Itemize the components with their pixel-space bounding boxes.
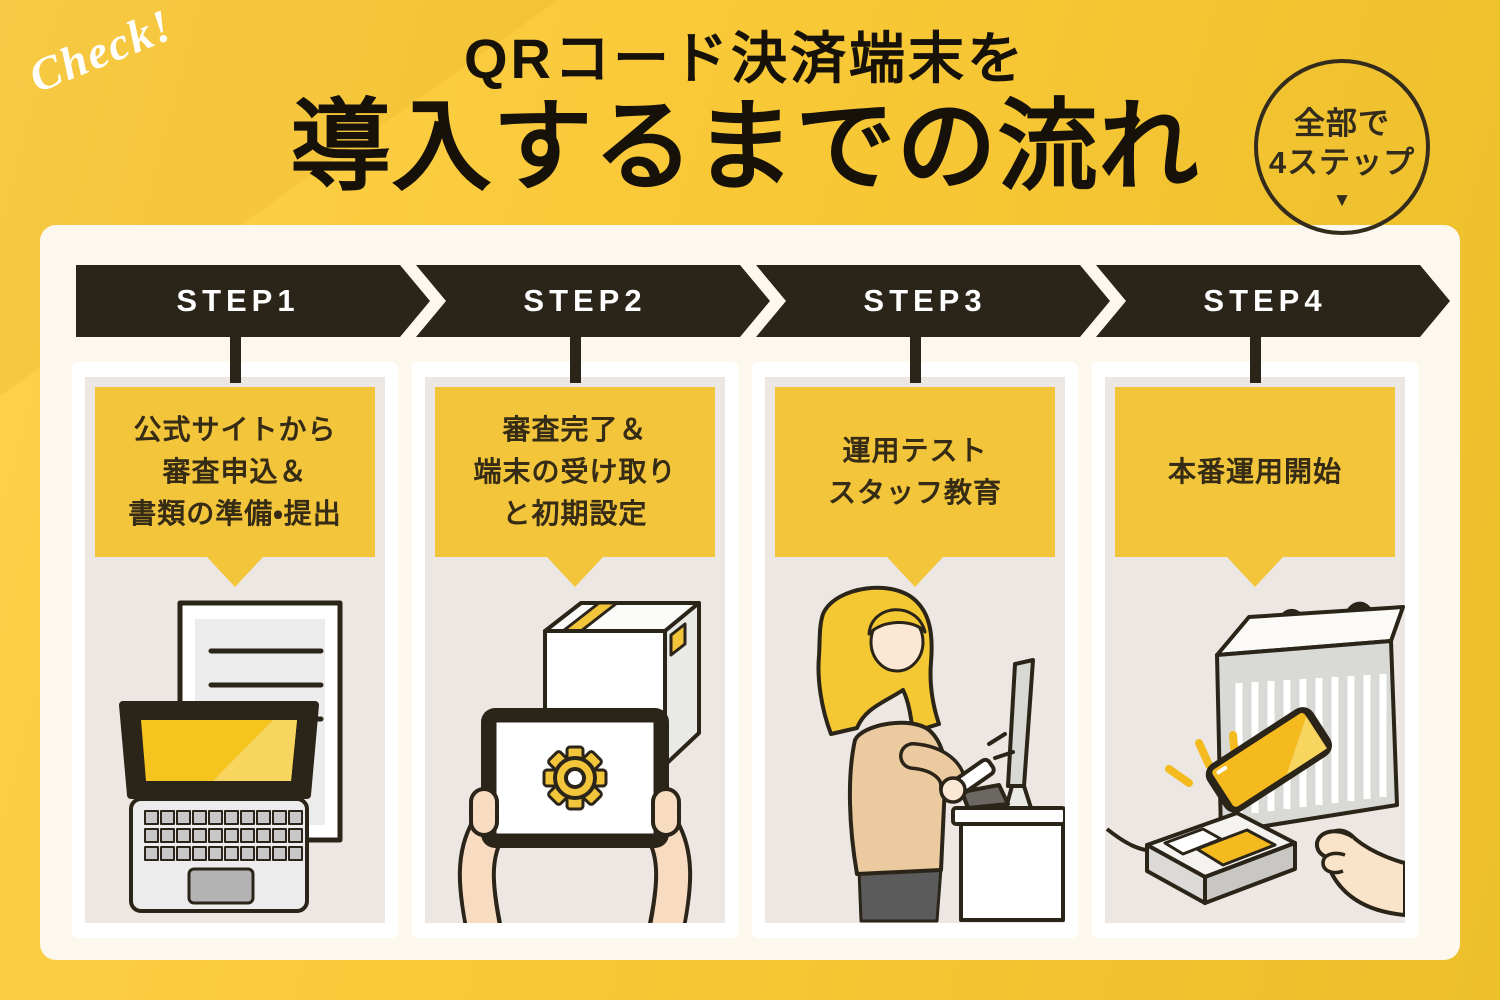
laptop-keys: [144, 810, 303, 861]
content-panel: STEP1 STEP2 STEP3 STEP4 公式サイトから 審査申込＆ 書類…: [40, 225, 1460, 960]
step4-bubble-line1: 本番運用開始: [1167, 456, 1342, 487]
laptop-trackpad: [187, 867, 255, 905]
banner-step2: STEP2: [416, 265, 770, 337]
connector-step4: [1250, 333, 1261, 383]
banner-step3: STEP3: [756, 265, 1110, 337]
step1-bubble-line2: 審査申込＆: [162, 456, 308, 487]
step2-bubble-line2: 端末の受け取り: [473, 456, 677, 487]
banner-step4-label: STEP4: [1203, 283, 1327, 318]
register-desk: [959, 820, 1065, 922]
step2-bubble-line3: と初期設定: [502, 498, 648, 529]
card-reader: [960, 783, 1010, 810]
step-count-badge: 全部で 4ステップ ▼: [1254, 59, 1430, 235]
title-line1: QRコード決済端末を: [464, 27, 1026, 90]
connector-step2: [570, 333, 581, 383]
step1-speech-bubble: 公式サイトから 審査申込＆ 書類の準備・提出: [95, 387, 375, 557]
staff-pants: [857, 866, 943, 923]
banner-step4: STEP4: [1096, 265, 1450, 337]
step3-panel: 運用テスト スタッフ教育: [765, 377, 1065, 923]
step3-card: 運用テスト スタッフ教育: [752, 362, 1078, 938]
pos-monitor: [1006, 658, 1035, 788]
step2-card: 審査完了＆ 端末の受け取り と初期設定: [412, 362, 738, 938]
step1-bubble-line3: 書類の準備・提出: [128, 498, 342, 529]
step4-speech-bubble: 本番運用開始: [1115, 387, 1395, 557]
down-arrow-icon: ▼: [1332, 189, 1352, 211]
step3-bubble-line1: 運用テスト: [842, 435, 988, 466]
connector-step1: [230, 333, 241, 383]
banner-step1-label: STEP1: [176, 283, 300, 318]
badge-line2: 4ステップ: [1268, 144, 1416, 180]
connector-step3: [910, 333, 921, 383]
banner-step3-label: STEP3: [863, 283, 987, 318]
step1-bubble-line1: 公式サイトから: [133, 414, 337, 445]
step2-panel: 審査完了＆ 端末の受け取り と初期設定: [425, 377, 725, 923]
staff-register-illustration: [816, 585, 1065, 923]
right-thumb: [651, 787, 681, 837]
step1-panel: 公式サイトから 審査申込＆ 書類の準備・提出: [85, 377, 385, 923]
documents-laptop-illustration: [119, 600, 343, 913]
title-line2: 導入するまでの流れ: [290, 90, 1200, 203]
step3-speech-bubble: 運用テスト スタッフ教育: [775, 387, 1055, 557]
step1-card: 公式サイトから 審査申込＆ 書類の準備・提出: [72, 362, 398, 938]
smartphone: [1205, 707, 1332, 813]
payment-illustration: [1105, 601, 1405, 917]
tablet-box-illustration: [457, 601, 701, 923]
step4-panel: 本番運用開始: [1105, 377, 1405, 923]
staff-hand: [939, 776, 967, 804]
step3-bubble-line2: スタッフ教育: [827, 477, 1002, 508]
banner-step1: STEP1: [76, 265, 430, 337]
page-title: QRコード決済端末を 導入するまでの流れ: [0, 27, 1490, 203]
terminal-screen: [1195, 828, 1277, 867]
step2-speech-bubble: 審査完了＆ 端末の受け取り と初期設定: [435, 387, 715, 557]
step4-card: 本番運用開始: [1092, 362, 1418, 938]
left-thumb: [469, 787, 499, 837]
tap-motion-marks: [987, 732, 1015, 760]
badge-line1: 全部で: [1294, 106, 1390, 141]
gear-icon: [542, 745, 608, 811]
step2-bubble-line1: 審査完了＆: [502, 414, 648, 445]
banner-step2-label: STEP2: [523, 283, 647, 318]
